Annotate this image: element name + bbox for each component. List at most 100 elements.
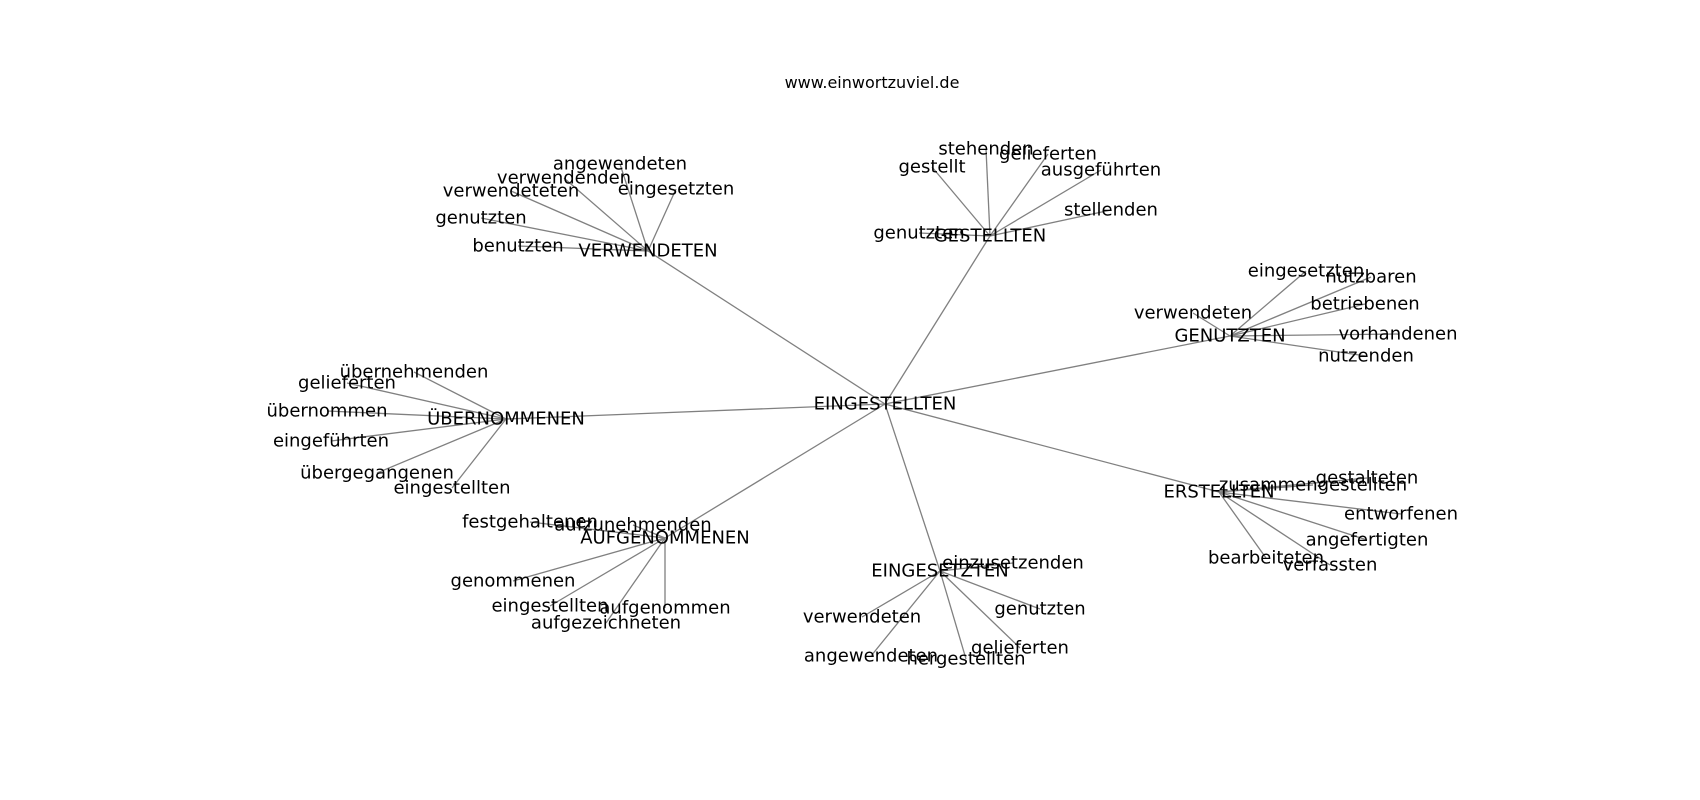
center-node-label: EINGESTELLTEN (814, 394, 957, 415)
hub-to-word-edge (1218, 491, 1267, 559)
hub-to-word-edge (861, 570, 941, 618)
hub-to-word-edge (413, 371, 507, 420)
hub-to-word-edge (1192, 312, 1231, 337)
hub-to-word-edge (939, 562, 1014, 572)
word-node-label: angewendeten (553, 154, 687, 175)
hub-to-word-edge (632, 524, 666, 539)
hub-to-word-edge (512, 537, 666, 582)
hub-to-word-edge (989, 153, 1049, 237)
word-node-label: verwendeteten (443, 181, 580, 202)
word-node-label: nutzenden (1318, 346, 1414, 367)
word-node-label: stellenden (1064, 200, 1158, 221)
center-to-hub-edge (884, 403, 941, 572)
word-node-label: übernehmenden (340, 362, 489, 383)
hub-to-word-edge (1229, 333, 1399, 337)
hub-to-word-edge (529, 521, 666, 539)
word-node-label: aufgenommen (599, 598, 730, 619)
word-node-label: aufgezeichneten (531, 613, 681, 634)
word-node-label: eingestellten (491, 596, 608, 617)
center-to-hub-edge (664, 403, 886, 539)
word-node-label: nutzbaren (1325, 267, 1416, 288)
hub-to-word-edge (1218, 491, 1368, 541)
hub-to-word-edge (619, 163, 649, 252)
hub-node-label: GESTELLTEN (934, 226, 1047, 247)
word-node-label: zusammengestellten (1219, 475, 1407, 496)
hub-node-label: ÜBERNOMMENEN (427, 408, 585, 430)
hub-to-word-edge (931, 166, 991, 237)
hub-to-word-edge (517, 245, 649, 252)
hub-to-word-edge (989, 209, 1112, 237)
word-node-label: verfassten (1283, 555, 1378, 576)
word-node-label: eingestellten (393, 478, 510, 499)
center-to-hub-edge (884, 403, 1220, 493)
word-node-label: hergestellten (906, 649, 1025, 670)
hub-to-word-edge (549, 537, 666, 607)
word-node-label: verwendeten (803, 607, 921, 628)
word-node-label: ausgeführten (1041, 160, 1161, 181)
center-to-hub-edge (647, 250, 886, 405)
word-node-label: gestellt (898, 157, 965, 178)
center-to-hub-edge (884, 235, 991, 405)
hub-to-word-edge (376, 418, 507, 474)
word-node-label: genutzten (435, 208, 526, 229)
word-node-label: vorhandenen (1339, 324, 1458, 345)
word-node-label: verwendeten (1134, 303, 1252, 324)
word-node-label: aufzunehmenden (554, 515, 711, 536)
center-to-hub-edge (884, 335, 1231, 405)
word-node-label: gelieferten (999, 144, 1097, 165)
hub-node-label: GENUTZTEN (1174, 326, 1285, 347)
hub-node-label: ERSTELLTEN (1163, 482, 1274, 503)
hub-to-word-edge (510, 190, 649, 252)
hub-to-word-edge (939, 570, 1021, 649)
hub-node-label: AUFGENOMMENEN (580, 528, 750, 549)
hub-to-word-edge (346, 382, 507, 420)
hub-to-word-edge (939, 570, 967, 660)
hub-to-word-edge (451, 418, 507, 489)
word-node-label: genutzten (873, 223, 964, 244)
word-node-label: eingesetzten (1248, 261, 1364, 282)
word-node-label: betriebenen (1310, 294, 1419, 315)
hub-to-word-edge (985, 148, 991, 237)
hub-to-word-edge (918, 232, 991, 237)
word-node-label: festgehaltenen (462, 512, 598, 533)
word-node-label: gestalteten (1316, 468, 1419, 489)
hub-to-word-edge (1218, 491, 1402, 515)
word-node-label: bearbeiteten (1208, 548, 1324, 569)
hub-to-word-edge (563, 177, 649, 252)
word-node-label: angefertigten (1306, 530, 1429, 551)
word-node-label: entworfenen (1344, 504, 1458, 525)
word-node-label: einzusetzenden (942, 553, 1084, 574)
hub-to-word-edge (1229, 303, 1366, 337)
edge-layer (326, 148, 1402, 660)
hub-to-word-edge (1218, 484, 1314, 493)
hub-node-label: EINGESETZTEN (871, 561, 1008, 582)
hub-to-word-edge (989, 169, 1102, 237)
hub-node-label: VERWENDETEN (578, 241, 717, 262)
word-node-label: angewendeten (804, 646, 938, 667)
hub-to-word-edge (1229, 276, 1372, 337)
site-url-label: www.einwortzuviel.de (785, 73, 960, 92)
word-node-label: verwendenden (497, 168, 631, 189)
word-node-label: genutzten (994, 599, 1085, 620)
word-node-label: gelieferten (971, 638, 1069, 659)
hub-to-word-edge (939, 570, 1041, 610)
hub-to-word-edge (647, 188, 677, 252)
hub-to-word-edge (1229, 335, 1367, 357)
word-node-label: eingesetzten (618, 179, 734, 200)
word-node-label: eingeführten (273, 431, 389, 452)
center-to-hub-edge (505, 403, 886, 420)
hub-to-word-edge (1229, 270, 1307, 337)
word-node-label: genommenen (451, 571, 576, 592)
label-layer: EINGESTELLTENangewendetenverwendendenein… (267, 139, 1458, 670)
word-node-label: stehenden (938, 139, 1033, 160)
word-node-label: benutzten (472, 236, 563, 257)
hub-to-word-edge (330, 418, 507, 442)
hub-to-word-edge (480, 217, 649, 252)
hub-to-word-edge (605, 537, 666, 624)
word-node-label: übergegangenen (300, 463, 454, 484)
hub-to-word-edge (1218, 491, 1331, 566)
word-node-label: gelieferten (298, 373, 396, 394)
hub-to-word-edge (326, 410, 507, 420)
hub-to-word-edge (870, 570, 941, 657)
